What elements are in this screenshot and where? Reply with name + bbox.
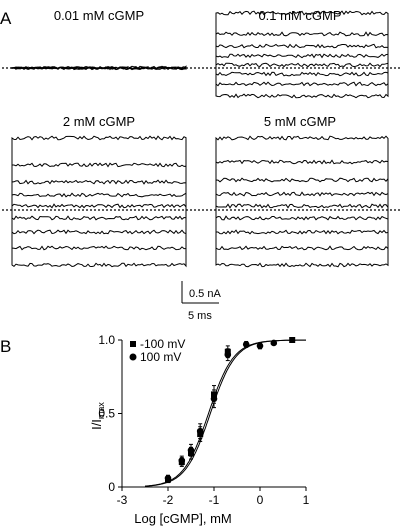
x-tick-label: 0 [257, 493, 264, 507]
current-trace [215, 210, 389, 221]
x-tick-label: -1 [209, 493, 220, 507]
legend-label-minus100mV: -100 mV [140, 337, 185, 351]
current-trace [215, 191, 389, 210]
svg-text:I/Imax: I/Imax [89, 402, 106, 430]
legend-marker-square [130, 341, 136, 347]
y-tick-label: 1.0 [98, 333, 115, 347]
fit-curve-100mV [144, 339, 306, 487]
trace-panel-2mM: 2 mM cGMP [2, 114, 200, 268]
current-trace [215, 203, 389, 210]
current-trace [215, 68, 389, 77]
data-point-circle [210, 395, 218, 403]
trace-title-0p01mM: 0.01 mM cGMP [54, 8, 144, 23]
current-trace [11, 179, 187, 210]
current-trace [215, 31, 389, 68]
current-trace [215, 210, 389, 268]
trace-title-5mM: 5 mM cGMP [264, 114, 336, 129]
current-trace [215, 68, 389, 99]
x-tick-label: 1 [303, 493, 310, 507]
y-axis-label: I/Imax [89, 402, 106, 430]
current-trace [215, 10, 389, 68]
legend-marker-circle [129, 353, 137, 361]
legend-label-100mV: 100 mV [140, 350, 181, 364]
current-trace [215, 210, 389, 235]
current-trace [11, 135, 187, 210]
scale-bar: 0.5 nA 5 ms [181, 281, 221, 322]
current-trace [215, 53, 389, 68]
data-point-circle [256, 342, 264, 350]
scale-bar-time-label: 5 ms [188, 310, 212, 322]
current-trace [11, 210, 187, 221]
y-tick-label: 0.5 [98, 407, 115, 421]
scale-bar-current-label: 0.5 nA [189, 288, 221, 300]
current-trace [215, 62, 389, 68]
data-point-circle [187, 446, 195, 454]
trace-panel-5mM: 5 mM cGMP [202, 114, 400, 268]
y-axis-label-sub: max [96, 402, 106, 420]
trace-title-2mM: 2 mM cGMP [63, 114, 135, 129]
data-point-circle [196, 427, 204, 435]
current-trace [215, 159, 389, 210]
current-trace [215, 210, 389, 251]
data-point-circle [164, 474, 172, 482]
current-trace [215, 135, 389, 210]
panel-a-label: A [0, 9, 12, 28]
current-trace [11, 210, 187, 235]
current-trace [215, 177, 389, 210]
current-trace [215, 43, 389, 68]
x-tick-label: -2 [163, 493, 174, 507]
trace-panel-0p1mM: 0.1 mM cGMP [202, 8, 400, 99]
current-trace [11, 210, 187, 268]
current-trace [11, 192, 187, 210]
x-tick-label: -3 [117, 493, 128, 507]
current-trace [11, 66, 187, 71]
y-tick-label: 0 [108, 480, 115, 494]
dose-response-chart: Log [cGMP], mM I/Imax -100 mV 100 mV -3 -… [89, 333, 310, 526]
data-point-circle [178, 457, 186, 464]
panel-b-label: B [0, 337, 11, 356]
x-axis-label: Log [cGMP], mM [134, 511, 232, 526]
data-point-circle [242, 341, 250, 348]
current-trace [11, 203, 187, 210]
data-point-circle [224, 351, 232, 359]
current-trace [11, 210, 187, 251]
legend: -100 mV 100 mV [129, 337, 185, 364]
data-point-circle [270, 339, 278, 347]
y-axis-label-main: I/I [89, 419, 104, 430]
current-trace [215, 68, 389, 87]
current-trace [11, 162, 187, 210]
trace-title-0p1mM: 0.1 mM cGMP [258, 8, 341, 23]
trace-panel-0p01mM: 0.01 mM cGMP [2, 8, 200, 71]
